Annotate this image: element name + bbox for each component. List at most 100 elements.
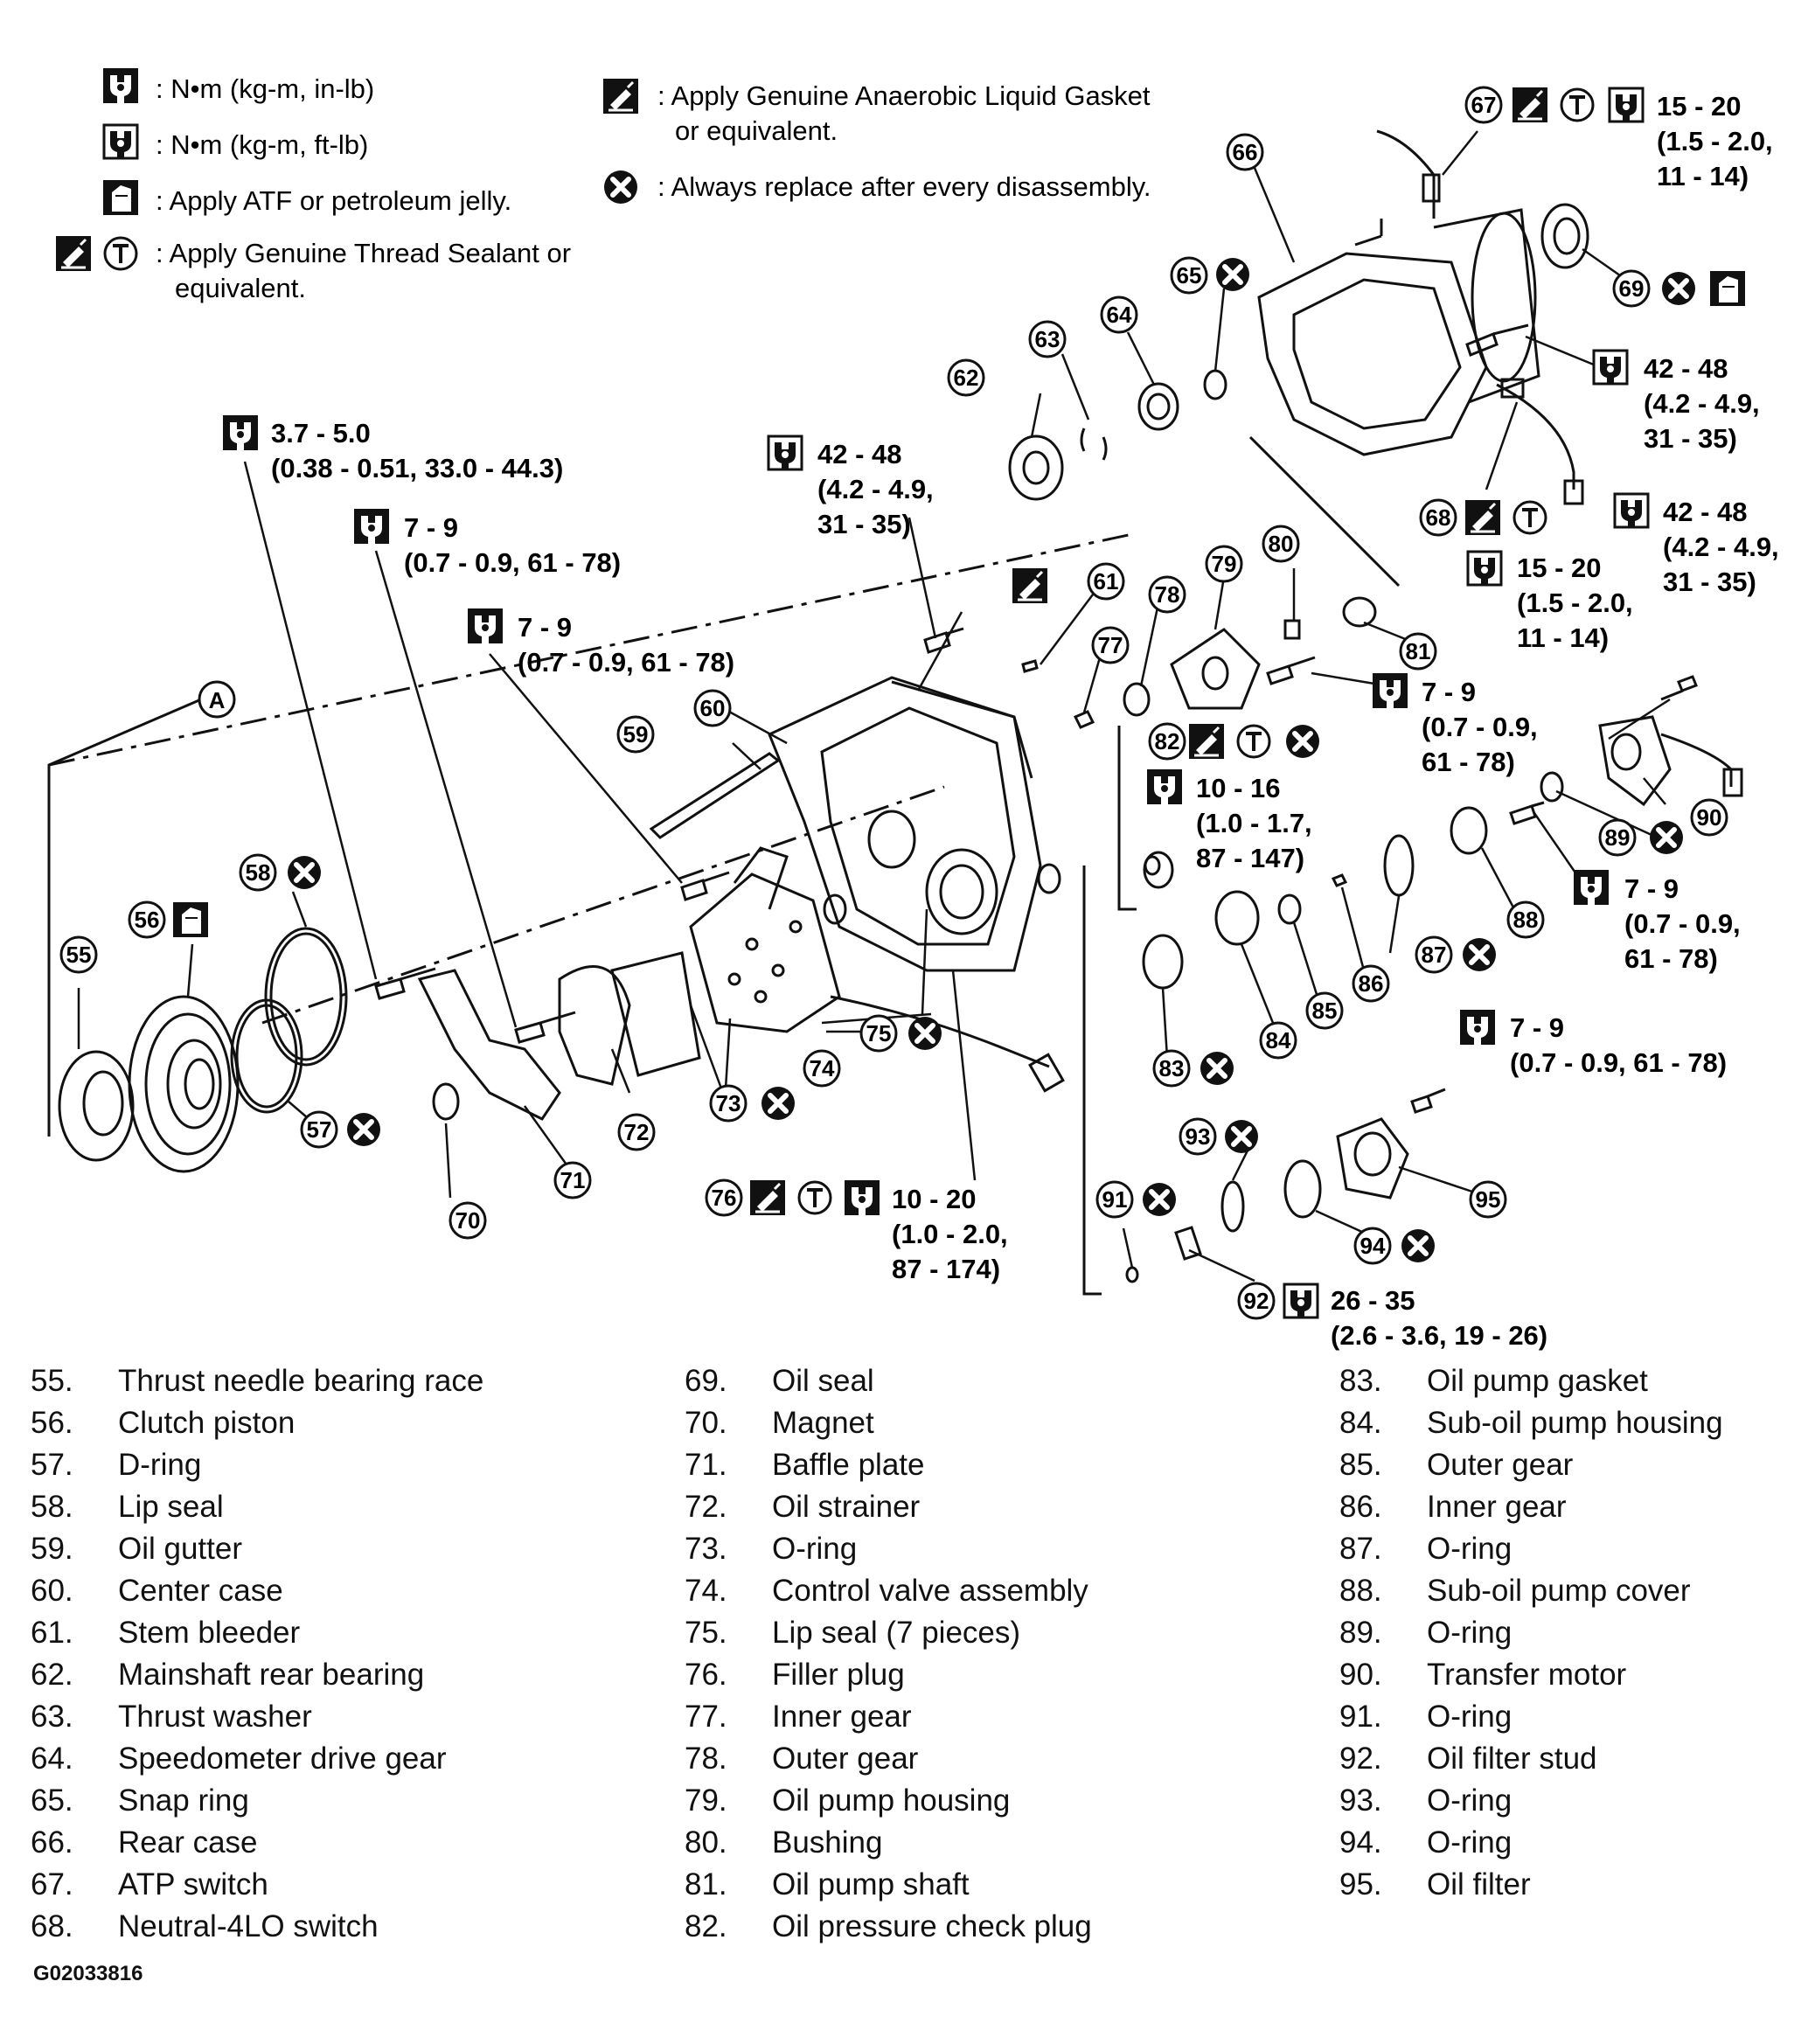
part-number: 86. [1339, 1490, 1382, 1524]
svg-text:85: 85 [1312, 998, 1338, 1024]
part-name: Lip seal (7 pieces) [772, 1616, 1021, 1650]
oil-strainer-body-art [610, 951, 701, 1077]
label-56: 56 [128, 900, 166, 939]
svg-text:A: A [209, 687, 226, 713]
part-number: 70. [685, 1406, 727, 1440]
part-name: Magnet [772, 1406, 874, 1440]
part-name: Oil gutter [118, 1532, 242, 1566]
atf-icon-56 [172, 901, 209, 938]
part-number: 84. [1339, 1406, 1382, 1440]
torque-inlb-icon-1016 [1147, 769, 1182, 804]
oil-seal-art [1540, 203, 1589, 269]
oil-pump-housing-art [1170, 628, 1261, 710]
label-91: 91 [1095, 1180, 1134, 1219]
thread-t-icon-82 [1236, 724, 1271, 759]
label-92: 92 [1237, 1282, 1276, 1320]
o-ring-94-art [1283, 1159, 1322, 1219]
replace-x-icon-73 [761, 1087, 795, 1120]
part-number: 79. [685, 1783, 727, 1818]
callout-79b: 7 - 9(0.7 - 0.9, 61 - 78) [518, 612, 734, 678]
legend-text-thread-sealant-line1: : Apply Genuine Thread Sealant or [156, 238, 571, 268]
label-63: 63 [1028, 320, 1067, 358]
svg-text:83: 83 [1159, 1055, 1185, 1081]
control-valve-assembly-art [689, 846, 841, 1033]
label-87: 87 [1415, 935, 1453, 974]
legend-texts: : N•m (kg-m, in-lb) : N•m (kg-m, ft-lb) … [156, 73, 1158, 303]
inner-gear-86-art [1331, 873, 1348, 887]
part-number: 89. [1339, 1616, 1382, 1650]
part-number: 74. [685, 1574, 727, 1608]
bushing-art [1283, 619, 1301, 640]
part-number: 64. [31, 1742, 73, 1776]
svg-text:94: 94 [1360, 1233, 1386, 1259]
svg-text:62: 62 [954, 365, 979, 391]
svg-text:79: 79 [1212, 551, 1237, 577]
oil-filter-stud-art [1174, 1226, 1202, 1261]
legend-text-inlb: : N•m (kg-m, in-lb) [156, 73, 374, 104]
part-name: Stem bleeder [118, 1616, 301, 1650]
callout-79a: 7 - 9(0.7 - 0.9, 61 - 78) [404, 512, 621, 578]
torque-ftlb-icon-42a [767, 435, 803, 472]
replace-x-icon-75 [908, 1017, 942, 1050]
center-case-art [768, 676, 1042, 972]
part-number: 73. [685, 1532, 727, 1566]
part-name: Sub-oil pump housing [1427, 1406, 1723, 1440]
part-number: 88. [1339, 1574, 1382, 1608]
part-name: Oil filter stud [1427, 1742, 1597, 1776]
part-number: 85. [1339, 1448, 1382, 1482]
part-name: Rear case [118, 1825, 258, 1860]
part-name: Oil pump housing [772, 1783, 1011, 1818]
svg-text:84: 84 [1266, 1027, 1291, 1053]
label-59: 59 [616, 715, 655, 754]
part-number: 77. [685, 1700, 727, 1734]
label-69: 69 [1612, 269, 1651, 308]
part-name: Inner gear [1427, 1490, 1567, 1524]
oil-filter-art [1336, 1117, 1409, 1199]
part-number: 63. [31, 1700, 73, 1734]
callout-42a: 42 - 48(4.2 - 4.9,31 - 35) [817, 439, 934, 539]
label-60: 60 [693, 689, 732, 727]
callout-1016: 10 - 16(1.0 - 1.7,87 - 147) [1196, 773, 1312, 873]
torque-inlb-icon-76 [845, 1180, 880, 1215]
replace-x-icon-87 [1463, 938, 1496, 971]
thread-sealant-t-icon [103, 236, 138, 271]
part-name: Baffle plate [772, 1448, 925, 1482]
part-number: 67. [31, 1867, 73, 1901]
legend-text-anaerobic: : Apply Genuine Anaerobic Liquid Gasket … [657, 80, 1158, 146]
thrust-needle-bearing-race-art [58, 1050, 135, 1162]
part-name: O-ring [1427, 1700, 1512, 1734]
part-name: Thrust needle bearing race [118, 1364, 484, 1398]
atf-icon [102, 179, 139, 216]
inner-gear-77-art [1073, 710, 1095, 729]
sealant-icon [54, 234, 93, 273]
parts-art [47, 129, 1743, 1296]
svg-text:78: 78 [1155, 581, 1180, 608]
replace-x-icon-65 [1216, 258, 1249, 291]
replace-x-icon-82 [1286, 725, 1319, 758]
svg-text:75: 75 [866, 1020, 892, 1046]
transfer-motor-art [1598, 715, 1743, 807]
oil-pump-gasket-art [1142, 934, 1184, 990]
svg-text:65: 65 [1177, 262, 1202, 289]
svg-text:71: 71 [560, 1167, 586, 1193]
svg-text:59: 59 [623, 721, 649, 747]
part-number: 65. [31, 1783, 73, 1818]
part-number: 59. [31, 1532, 73, 1566]
svg-text:66: 66 [1233, 139, 1258, 165]
part-name: Oil strainer [772, 1490, 921, 1524]
label-57: 57 [300, 1110, 338, 1149]
callout-68: 15 - 20(1.5 - 2.0,11 - 14) [1517, 553, 1633, 653]
label-84: 84 [1259, 1021, 1297, 1060]
svg-text:91: 91 [1102, 1186, 1128, 1213]
bolt-79e-art [1410, 1088, 1446, 1114]
callout-79d: 7 - 9(0.7 - 0.9,61 - 78) [1624, 873, 1741, 974]
oil-gutter-art [649, 752, 781, 839]
part-number: 78. [685, 1742, 727, 1776]
legend-text-ftlb: : N•m (kg-m, ft-lb) [156, 129, 368, 160]
svg-text:68: 68 [1426, 504, 1451, 531]
part-number: 68. [31, 1909, 73, 1943]
callout-42c: 42 - 48(4.2 - 4.9,31 - 35) [1663, 497, 1779, 597]
bolt-79b-art [680, 871, 730, 901]
label-86: 86 [1352, 964, 1390, 1003]
part-number: 66. [31, 1825, 73, 1860]
